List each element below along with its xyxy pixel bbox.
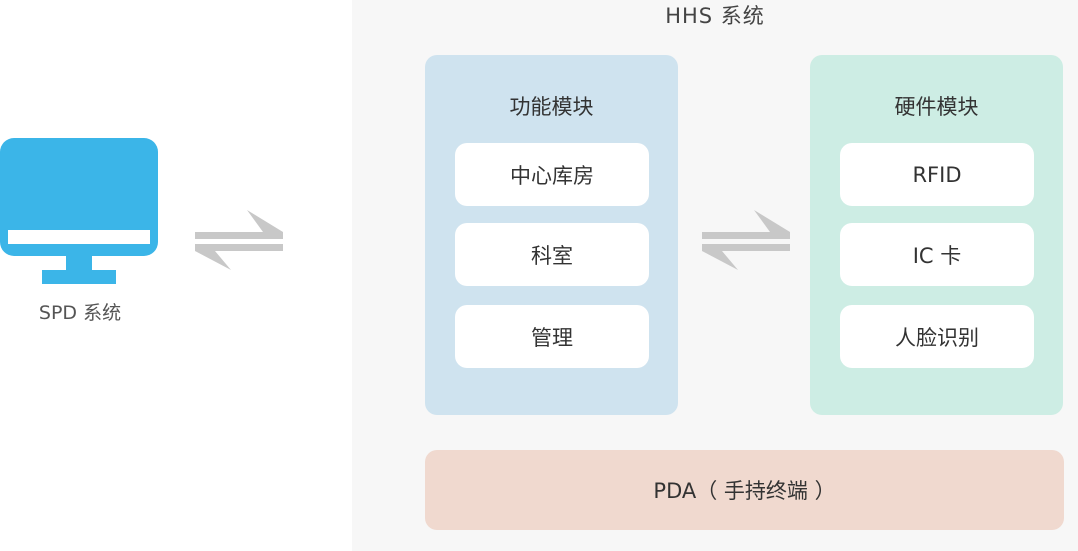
function-item-management: 管理 [455, 305, 649, 368]
hardware-module: 硬件模块 RFID IC 卡 人脸识别 [810, 55, 1063, 415]
function-module: 功能模块 中心库房 科室 管理 [425, 55, 678, 415]
pda-terminal-bar: PDA（ 手持终端 ） [425, 450, 1064, 530]
hardware-item-rfid: RFID [840, 143, 1034, 206]
hardware-module-title: 硬件模块 [894, 95, 979, 119]
bidirectional-arrows-icon [702, 210, 790, 270]
spd-system-label: SPD 系统 [38, 302, 122, 324]
bidirectional-arrows-icon [195, 210, 283, 270]
function-module-title: 功能模块 [509, 95, 594, 119]
monitor-icon [0, 138, 158, 284]
hardware-item-face-recognition: 人脸识别 [840, 305, 1034, 368]
hhs-system-title: HHS 系统 [665, 4, 765, 28]
function-item-department: 科室 [455, 223, 649, 286]
function-item-central-warehouse: 中心库房 [455, 143, 649, 206]
hardware-item-ic-card: IC 卡 [840, 223, 1034, 286]
